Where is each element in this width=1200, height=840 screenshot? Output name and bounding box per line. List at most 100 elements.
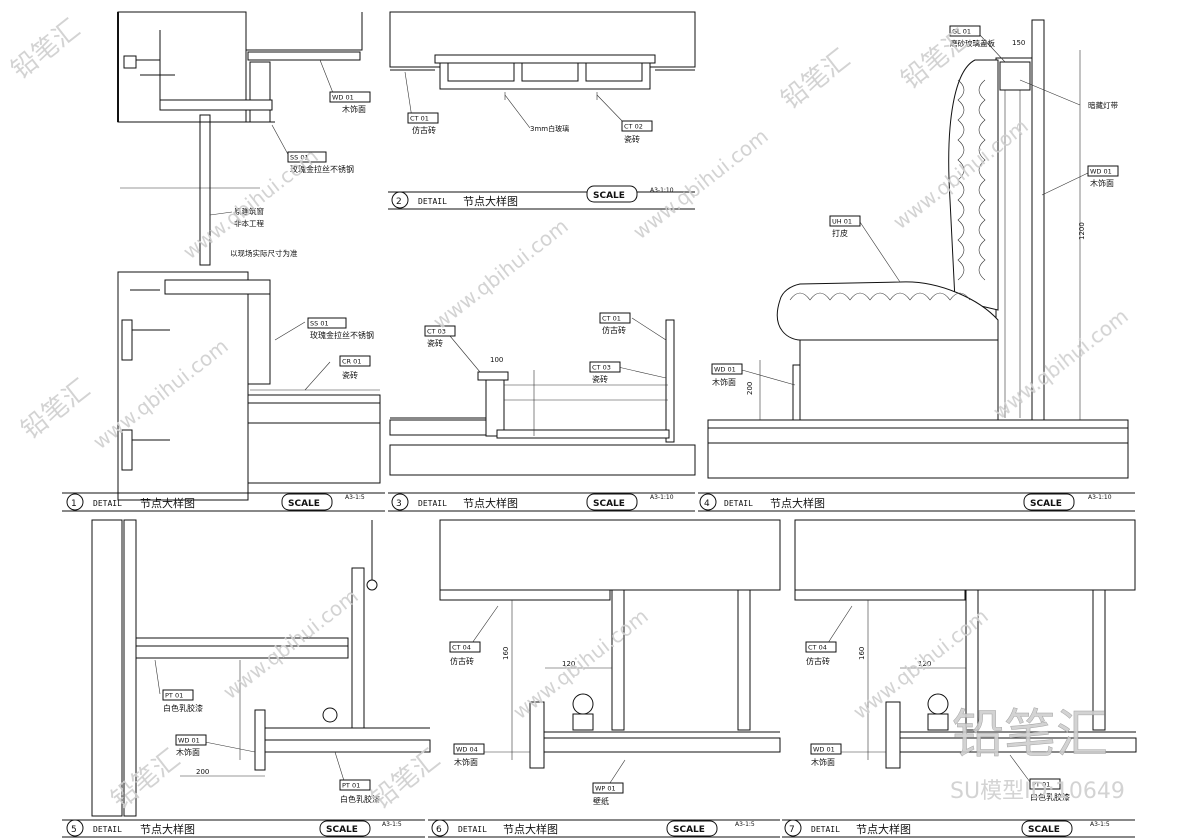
panel-title: 节点大样图 [503,822,558,836]
label-stainless: 玫瑰金拉丝不锈钢 [290,164,354,174]
label-wood-veneer-p4: 木饰面 [1090,178,1114,188]
panel-title: 节点大样图 [463,496,518,510]
tag-ct-01: CT 01 [410,115,429,123]
panel-number: 5 [71,825,77,835]
dim-160-p7: 160 [858,647,866,660]
label-antique-tile-p7: 仿古砖 [806,656,830,666]
scale-value: A3-1:5 [735,821,755,828]
tag-ct-01-p3: CT 01 [602,315,621,323]
scale-badge: SCALE [1030,499,1062,509]
watermark-url: www.qbihui.com [628,124,772,244]
dim-1200: 1200 [1078,222,1086,240]
label-tile: 瓷砖 [342,370,358,380]
label-original-window: 原建筑窗 [234,206,264,216]
dim-150: 150 [1012,39,1025,47]
watermark-logo: 铅笔汇 [952,705,1108,765]
label-wood-veneer-p5: 木饰面 [176,747,200,757]
detail-word: DETAIL [458,825,487,834]
scale-badge: SCALE [673,825,705,835]
scale-badge: SCALE [326,825,358,835]
detail-4-callouts: GL 01 磨砂玻璃盖板 150 暗藏灯带 WD 01 木饰面 1200 UH … [711,25,1119,395]
label-antique-tile-3: 仿古砖 [602,325,626,335]
title-bar-2: 2 DETAIL 节点大样图 SCALE A3-1:10 [388,185,695,210]
label-wood-veneer: 木饰面 [342,104,366,114]
label-stainless-2: 玫瑰金拉丝不锈钢 [310,330,374,340]
tag-wd-01-p5: WD 01 [178,737,200,745]
title-bar-1: 1 DETAIL 节点大样图 SCALE A3-1:5 [62,492,385,512]
scale-value: A3-1:5 [382,821,402,828]
tag-uh-01: UH 01 [832,218,852,226]
label-wood-veneer-p7: 木饰面 [811,757,835,767]
dim-120-p7: 120 [918,660,931,668]
label-white-glass: 3mm白玻璃 [530,124,569,133]
title-bar-7: 7 DETAIL 节点大样图 SCALE A3-1:5 [782,819,1135,838]
tag-wd-01-p4b: WD 01 [714,366,736,374]
panel-number: 4 [704,499,710,509]
watermark-url: www.qbihui.com [428,214,572,334]
panel-number: 3 [396,499,402,509]
detail-1-callouts: WD 01 木饰面 SS 01 玫瑰金拉丝不锈钢 原建筑窗 非本工程 以现场实际… [209,59,374,391]
detail-1-drawing [117,11,381,501]
label-antique-tile-p6: 仿古砖 [450,656,474,666]
label-white-latex: 白色乳胶漆 [163,703,203,713]
scale-value: A3-1:5 [1090,821,1110,828]
panel-number: 2 [396,197,402,207]
watermark-brand: 铅笔汇 [6,14,86,86]
label-not-in-scope: 非本工程 [234,218,264,228]
watermark-url: www.qbihui.com [88,334,232,454]
tag-wd-04: WD 04 [456,746,478,754]
panel-title: 节点大样图 [856,822,911,836]
tag-pt-01: PT 01 [165,692,183,700]
panel-number: 7 [789,825,795,835]
tag-ct-04: CT 04 [452,644,471,652]
tag-ct-03-p3: CT 03 [592,364,611,372]
label-hidden-light-strip: 暗藏灯带 [1088,100,1118,110]
label-wallpaper: 壁纸 [593,796,609,806]
tag-ss: SS 01 [290,154,309,162]
label-white-latex-p7: 白色乳胶漆 [1030,792,1070,802]
watermark-brand: 铅笔汇 [366,744,446,816]
detail-6-callouts: CT 04 仿古砖 120 160 WD 04 木饰面 WP 01 壁纸 [449,605,626,806]
label-tile-2: 瓷砖 [624,134,640,144]
detail-word: DETAIL [93,825,122,834]
dim-100: 100 [490,356,503,364]
label-frosted-glass: 磨砂玻璃盖板 [950,38,995,48]
title-bar-6: 6 DETAIL 节点大样图 SCALE A3-1:5 [428,819,780,838]
scale-badge: SCALE [1028,825,1060,835]
scale-value: A3-1:10 [650,187,674,194]
panel-number: 6 [436,825,442,835]
scale-value: A3-1:10 [650,494,674,501]
dim-160-p6: 160 [502,647,510,660]
tag-pt-01-p5b: PT 01 [342,782,360,790]
tag-ct-03: CT 03 [427,328,446,336]
label-leather: 打皮 [832,228,848,238]
detail-word: DETAIL [93,499,122,508]
scale-badge: SCALE [288,499,320,509]
dim-200-p5: 200 [196,768,209,776]
scale-badge: SCALE [593,191,625,201]
watermark-brand: 铅笔汇 [106,744,186,816]
watermark-model-id: SU模型ID:10649 [950,779,1125,804]
detail-5-drawing [91,519,431,817]
title-bar-5: 5 DETAIL 节点大样图 SCALE A3-1:5 [62,819,425,838]
tag-gl-01: GL 01 [952,28,971,36]
detail-6-drawing [439,519,781,769]
detail-3-drawing [389,319,696,476]
label-white-latex-2: 白色乳胶漆 [340,794,380,804]
watermark-brand: 铅笔汇 [776,44,856,116]
panel-title: 节点大样图 [770,496,825,510]
detail-word: DETAIL [811,825,840,834]
detail-2-drawing [389,11,696,100]
detail-4-drawing [707,19,1129,479]
panel-number: 1 [71,499,77,509]
detail-word: DETAIL [724,499,753,508]
panel-title: 节点大样图 [140,496,195,510]
label-site-dimension: 以现场实际尺寸为准 [230,248,298,258]
dim-200: 200 [746,382,754,395]
detail-7-drawing [794,519,1137,769]
tag-wp-01: WP 01 [595,785,616,793]
title-bar-3: 3 DETAIL 节点大样图 SCALE A3-1:10 [388,492,695,512]
detail-5-callouts: PT 01 白色乳胶漆 WD 01 木饰面 200 PT 01 白色乳胶漆 [154,659,380,804]
scale-value: A3-1:10 [1088,494,1112,501]
detail-word: DETAIL [418,499,447,508]
